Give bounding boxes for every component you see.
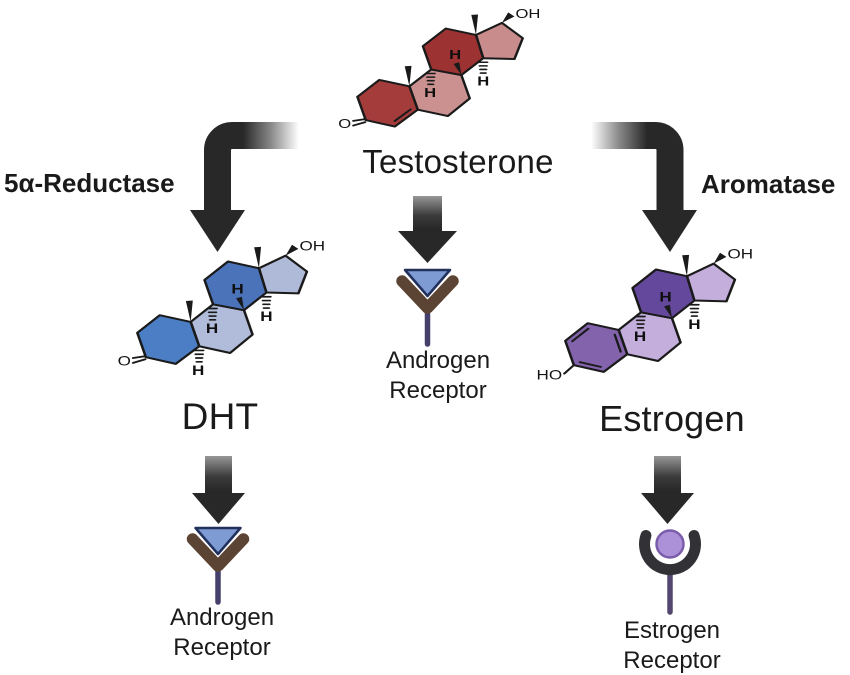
receptor-label-line1: Estrogen — [623, 617, 721, 644]
reductase-enzyme-label: 5α-Reductase — [4, 168, 175, 198]
ketone-group: O — [118, 354, 147, 369]
stereo-hydrogen-c8: H — [449, 49, 462, 76]
arrow-aromatase — [585, 120, 697, 252]
steroid-ring-a — [136, 314, 201, 365]
stereo-hydrogen-c14: H — [688, 303, 701, 333]
svg-text:H: H — [634, 329, 646, 344]
steroid-ring-c — [421, 27, 485, 77]
svg-text:H: H — [231, 282, 243, 297]
estrogen-molecule: HO OH H H H — [537, 247, 753, 383]
aromatic-double-bonds — [571, 327, 622, 368]
estrogen-receptor-icon — [639, 529, 701, 615]
ketone-group: O — [338, 118, 367, 132]
hydroxyl-group: OH — [713, 247, 753, 264]
receptor-cup-icon — [639, 530, 701, 576]
arrow-testosterone-to-receptor — [398, 196, 457, 263]
aromatase-enzyme-label: Aromatase — [701, 169, 836, 199]
receptor-label-line1: Androgen — [169, 604, 275, 631]
estrogen-receptor-label: Estrogen Receptor — [597, 616, 747, 675]
ligand-triangle-icon — [195, 528, 241, 554]
methyl-wedge — [471, 14, 479, 35]
dht-label: DHT — [181, 396, 259, 437]
receptor-label-line2: Receptor — [173, 634, 271, 661]
svg-text:OH: OH — [515, 8, 540, 22]
androgen-receptor-icon-mid — [396, 268, 459, 347]
svg-text:OH: OH — [727, 247, 753, 262]
arrow-estrogen-to-receptor — [641, 456, 694, 524]
svg-text:H: H — [449, 49, 461, 63]
svg-text:O: O — [338, 118, 351, 132]
dht-molecule: O OH H H H — [118, 239, 325, 378]
receptor-label-line2: Receptor — [623, 647, 721, 674]
receptor-label-line1: Androgen — [385, 347, 491, 374]
arrow-dht-to-receptor — [192, 456, 245, 524]
methyl-wedge — [254, 246, 262, 269]
stereo-hydrogen-c9: H — [206, 307, 218, 336]
svg-text:H: H — [688, 318, 700, 333]
svg-text:O: O — [118, 354, 131, 369]
svg-text:H: H — [192, 363, 204, 378]
stereo-hydrogen-c9: H — [424, 72, 436, 100]
stereo-hydrogen-c5: H — [192, 349, 205, 378]
methyl-wedge — [404, 65, 412, 87]
ligand-triangle-icon — [405, 270, 450, 296]
ligand-ball-icon — [656, 530, 684, 558]
svg-text:H: H — [260, 310, 272, 325]
receptor-arms-icon — [396, 275, 459, 314]
androgen-receptor-label-mid: Androgen Receptor — [363, 346, 513, 406]
svg-text:H: H — [424, 86, 436, 100]
methyl-wedge — [185, 300, 193, 322]
receptor-label-line2: Receptor — [389, 377, 487, 404]
svg-text:OH: OH — [299, 239, 325, 254]
double-bond — [393, 108, 412, 122]
stereo-hydrogen-c8: H — [231, 282, 244, 311]
steroid-ring-a — [356, 78, 419, 128]
receptor-arms-icon — [186, 533, 250, 572]
svg-text:HO: HO — [537, 368, 563, 383]
svg-text:H: H — [477, 75, 489, 89]
hydroxyl-group: OH — [501, 8, 540, 23]
testosterone-label: Testosterone — [362, 143, 554, 180]
svg-text:H: H — [659, 290, 671, 305]
androgen-receptor-label-bottom: Androgen Receptor — [147, 603, 297, 663]
hydroxyl-group: OH — [285, 239, 325, 256]
steroid-ring-c — [631, 268, 696, 320]
methyl-wedge — [682, 254, 690, 277]
svg-text:H: H — [206, 321, 218, 336]
stereo-hydrogen-c14: H — [260, 295, 273, 325]
androgen-receptor-icon-bottom — [186, 526, 250, 605]
phenol-hydroxyl-group: HO — [537, 364, 576, 383]
estrogen-label: Estrogen — [599, 398, 745, 439]
testosterone-molecule: O OH H H H — [338, 8, 540, 132]
stereo-hydrogen-c14: H — [477, 61, 489, 89]
stereo-hydrogen-c8: H — [659, 290, 672, 319]
steroid-ring-c — [203, 260, 268, 312]
stereo-hydrogen-c9: H — [634, 315, 646, 344]
arrow-5a-reductase — [190, 120, 305, 252]
